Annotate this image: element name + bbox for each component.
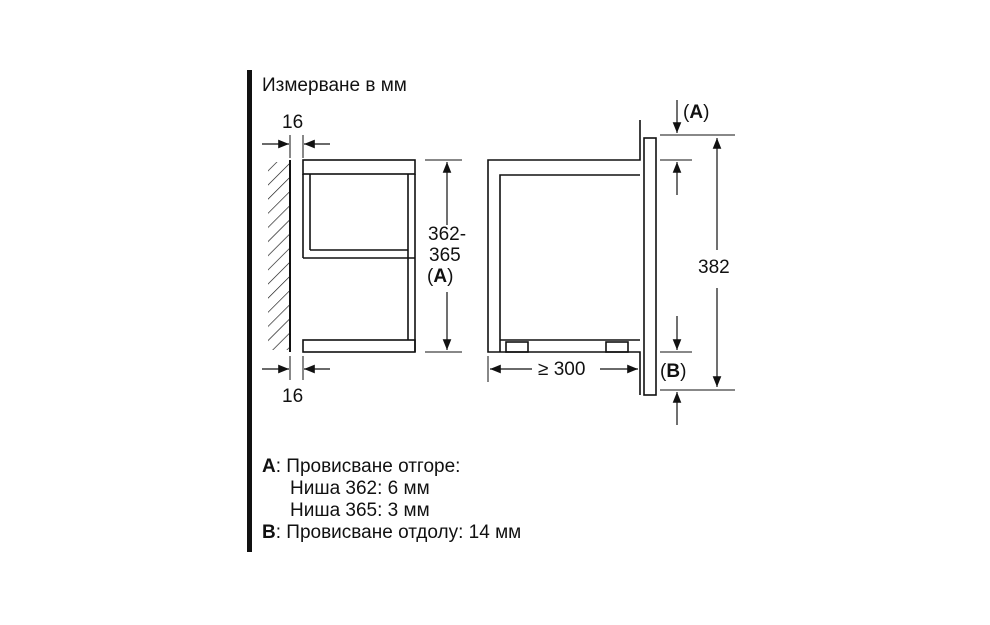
diagram-title: Измерване в мм (262, 75, 407, 96)
front-height-label: 382 (698, 257, 730, 278)
legend-b-text: : Провисване отдолу: 14 мм (275, 522, 522, 543)
legend-a-niche-365: Ниша 365: 3 мм (290, 500, 430, 521)
dimension-gap-bottom: 16 (262, 356, 330, 407)
dimension-overhang-a: (A) (660, 100, 709, 195)
dimension-niche-height: 362- 365 (A) (425, 159, 466, 353)
legend-a-niche-362: Ниша 362: 6 мм (290, 478, 430, 499)
legend-b: B: Провисване отдолу: 14 мм (262, 522, 521, 544)
niche-height-line2: 365 (429, 245, 461, 266)
legend: A: Провисване отгоре: Ниша 362: 6 мм Ниш… (262, 456, 521, 544)
left-border-bar (247, 70, 252, 552)
dimension-gap-top: 16 (262, 112, 330, 158)
dimension-overhang-b: (B) (660, 316, 692, 425)
dimension-depth: ≥ 300 (487, 356, 638, 382)
gap-bottom-label: 16 (282, 386, 303, 407)
legend-b-key: B (262, 522, 276, 543)
ref-a-label: (A) (683, 102, 709, 123)
niche-height-ref: (A) (427, 266, 453, 287)
legend-a: A: Провисване отгоре: (262, 456, 521, 478)
niche-cabinet (302, 159, 416, 353)
legend-a-text: : Провисване отгоре: (275, 456, 461, 477)
depth-label: ≥ 300 (538, 359, 585, 380)
ref-b-label: (B) (660, 361, 686, 382)
appliance-body (487, 120, 657, 396)
legend-a-key: A (262, 456, 276, 477)
dimension-front-height: 382 (660, 134, 735, 391)
niche-height-line1: 362- (428, 224, 466, 245)
gap-top-label: 16 (282, 112, 303, 133)
wall-hatch (268, 160, 291, 352)
